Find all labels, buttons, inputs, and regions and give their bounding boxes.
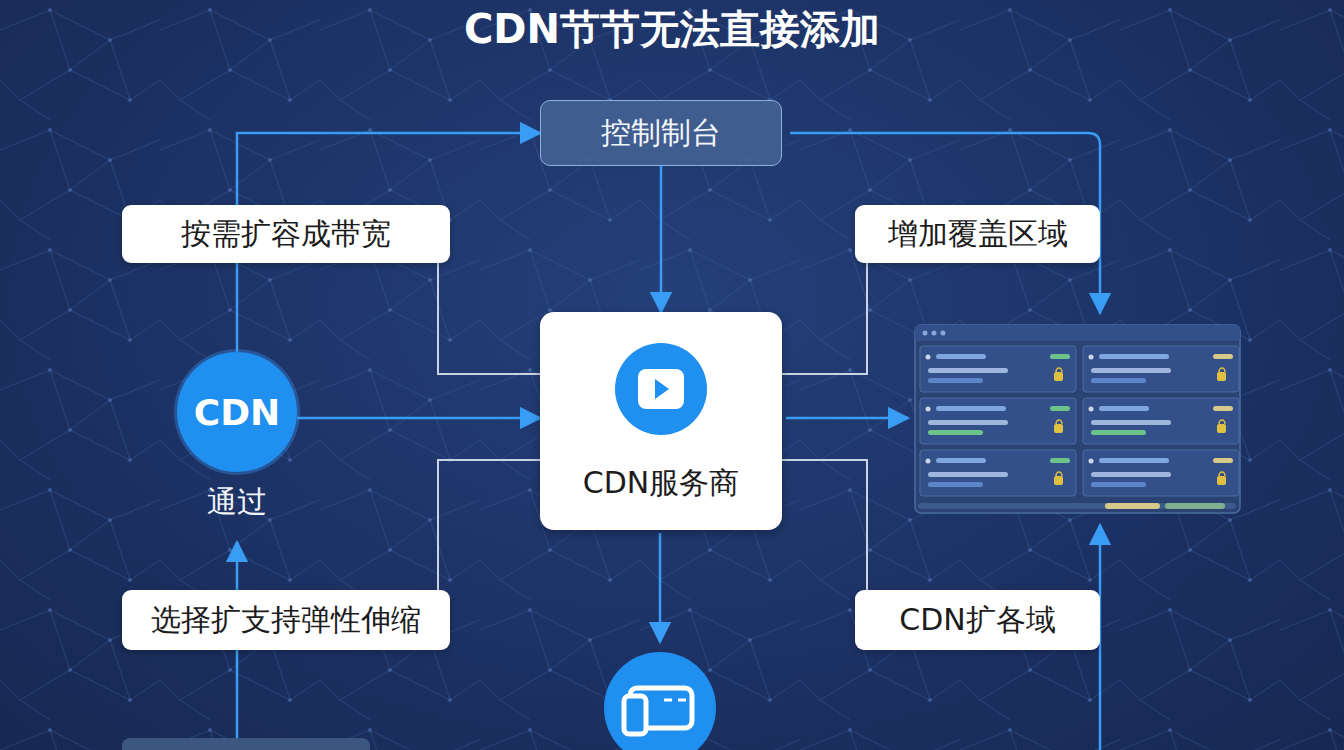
node-label: 按需扩容成带宽 [181,214,391,255]
arrow-connector [297,417,540,420]
node-label: 控制制台 [601,113,721,154]
play-icon [611,339,711,439]
feature-label-box: 增加覆盖区域 [855,205,1100,263]
device-icon [604,652,716,750]
node-label: CDN [194,392,280,433]
console-box: 控制制台 [540,100,782,166]
arrow-line [659,533,662,642]
feature-label-box: CDN扩各域 [855,590,1100,650]
diagram-title: CDN节节无法直接添加 [0,2,1344,57]
arrow-line [790,133,1100,313]
bracket-line [782,263,867,374]
partial-panel [122,738,370,750]
node-label: CDN服务商 [583,463,740,504]
bracket-line [438,460,540,590]
cdn-circle: CDN通过 [177,352,297,472]
provider-box: CDN服务商 [540,312,782,530]
node-label: 增加覆盖区域 [888,214,1068,255]
node-label: CDN扩各域 [899,600,1056,641]
node-label: 选择扩支持弹性伸缩 [151,600,421,641]
dashboard-illustration [915,325,1240,513]
bracket-line [782,460,867,590]
arrow-line [786,417,908,420]
arrow-connector [660,166,663,312]
feature-label-box: 按需扩容成带宽 [122,205,450,263]
node-caption: 通过 [207,482,267,523]
feature-label-box: 选择扩支持弹性伸缩 [122,590,450,650]
bracket-line [438,263,540,374]
